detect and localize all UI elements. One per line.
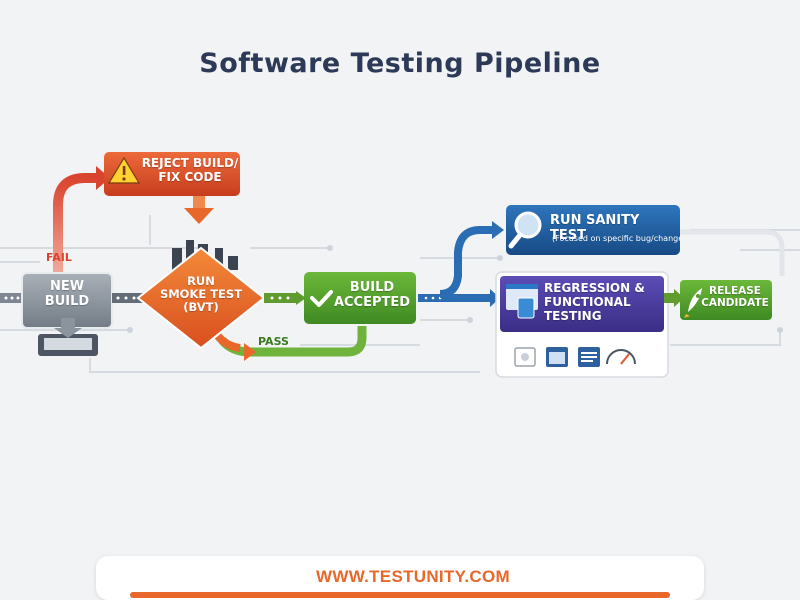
reject-build-label[interactable]: REJECT BUILD/ FIX CODE bbox=[141, 156, 239, 184]
smoke-test-label[interactable]: RUN SMOKE TEST (BVT) bbox=[159, 274, 243, 315]
regression-box bbox=[500, 276, 664, 332]
fail-arrow bbox=[53, 173, 98, 272]
entry-connector bbox=[0, 293, 22, 303]
fail-label: FAIL bbox=[46, 251, 72, 264]
tablet-icon bbox=[514, 347, 536, 367]
reject-to-smoke-arrow bbox=[184, 196, 214, 224]
footer-url-link[interactable]: WWW.TESTUNITY.COM bbox=[316, 567, 510, 586]
connector-regression-to-release bbox=[664, 289, 684, 307]
sanity-test-box bbox=[506, 205, 680, 255]
warning-icon bbox=[107, 156, 141, 184]
sanity-branch-arrow bbox=[439, 226, 494, 298]
monitor-icon bbox=[38, 318, 98, 356]
sanity-to-release-line bbox=[680, 229, 785, 276]
browser-window-icon bbox=[578, 347, 600, 367]
pass-arrow-start-head bbox=[244, 343, 256, 361]
sanity-test-title[interactable]: RUN SANITY TEST bbox=[550, 213, 640, 243]
fail-arrow-head bbox=[96, 166, 110, 190]
build-accepted-box bbox=[304, 272, 416, 324]
code-window-icon bbox=[546, 347, 568, 367]
reject-build-box bbox=[104, 152, 240, 196]
build-accepted-label[interactable]: BUILD ACCEPTED bbox=[333, 280, 411, 310]
rocket-icon bbox=[684, 288, 702, 318]
smoke-test-diamond bbox=[136, 246, 266, 350]
browser-window-icon bbox=[506, 284, 538, 319]
release-candidate-label[interactable]: RELEASE CANDIDATE bbox=[701, 285, 769, 310]
regression-label[interactable]: REGRESSION & FUNCTIONAL TESTING bbox=[544, 281, 645, 323]
new-build-label[interactable]: NEW BUILD bbox=[44, 279, 90, 309]
connector-smoke-to-accepted bbox=[264, 291, 306, 305]
checkmark-icon bbox=[310, 290, 333, 307]
connector-accepted-to-tests bbox=[418, 289, 500, 307]
magnifier-icon bbox=[508, 211, 542, 249]
sanity-note: (Focused on specific bug/change bbox=[552, 234, 680, 243]
page-title: Software Testing Pipeline bbox=[199, 48, 601, 79]
gauge-icon bbox=[606, 349, 636, 365]
release-candidate-box bbox=[680, 280, 772, 320]
connector-build-to-smoke bbox=[112, 293, 144, 303]
pass-label: PASS bbox=[258, 335, 289, 348]
footer-accent-line bbox=[130, 592, 670, 598]
